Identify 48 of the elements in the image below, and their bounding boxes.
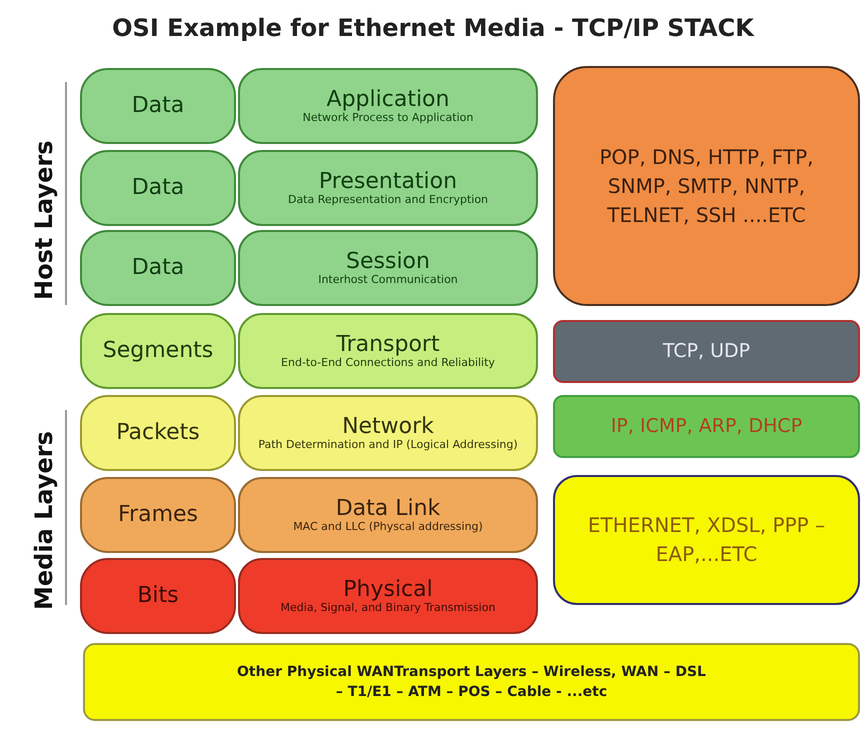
pdu-label: Data: [132, 94, 184, 118]
osi-layer-box: [238, 558, 538, 634]
protocol-box: [553, 66, 860, 306]
osi-layer-box: [238, 150, 538, 226]
pdu-label: Frames: [118, 503, 198, 527]
pdu-box: [80, 558, 236, 634]
osi-layer-box: [238, 68, 538, 144]
osi-layer-box: [238, 313, 538, 389]
title: OSI Example for Ethernet Media - TCP/IP STACK: [111, 14, 756, 42]
osi-layer-box: [238, 395, 538, 471]
pdu-box: [80, 230, 236, 306]
protocol-box: [553, 320, 860, 383]
layer-name: Application: [326, 88, 450, 111]
pdu-label: Segments: [102, 339, 214, 363]
layer-name: Presentation: [318, 170, 458, 193]
pdu-box: [80, 313, 236, 389]
protocol-box: [553, 395, 860, 458]
layer-name: Transport: [336, 332, 440, 356]
pdu-box: [80, 477, 236, 553]
protocol-list: ETHERNET, XDSL, PPP – EAP,...ETC: [555, 511, 858, 569]
pdu-box: [80, 150, 236, 226]
layer-name: Network: [342, 414, 434, 438]
layer-description: Media, Signal, and Binary Transmission: [280, 600, 496, 614]
pdu-label: Data: [132, 176, 184, 200]
layer-name: Data Link: [336, 496, 440, 520]
protocol-list: IP, ICMP, ARP, DHCP: [592, 412, 820, 440]
side-label: Host Layers: [30, 140, 58, 300]
osi-layer-box: [238, 230, 538, 306]
pdu-box: [80, 68, 236, 144]
layer-name: Session: [346, 250, 430, 273]
layer-description: Interhost Communication: [317, 272, 459, 286]
pdu-box: [80, 395, 236, 471]
note-box: [83, 643, 860, 721]
layer-description: MAC and LLC (Physcal addressing): [292, 520, 484, 534]
osi-layer-box: [238, 477, 538, 553]
pdu-label: Bits: [137, 584, 179, 608]
protocol-list: POP, DNS, HTTP, FTP, SNMP, SMTP, NNTP, TELNET, SSH ....ETC: [555, 142, 858, 230]
layer-description: End-to-End Connections and Reliability: [280, 356, 496, 370]
layer-name: Physical: [343, 578, 433, 601]
layer-description: Path Determination and IP (Logical Addressing): [257, 438, 519, 452]
layer-description: Network Process to Application: [302, 110, 474, 124]
layer-description: Data Representation and Encryption: [286, 192, 490, 206]
protocol-list: TCP, UDP: [644, 338, 768, 366]
pdu-label: Data: [132, 256, 184, 280]
pdu-label: Packets: [116, 421, 200, 445]
side-label: Media Layers: [30, 431, 58, 610]
protocol-box: [553, 475, 860, 605]
note-text: Other Physical WANTransport Layers – Wireless, WAN – DSL – T1/E1 – ATM – POS – Cable - ...etc: [236, 662, 707, 702]
